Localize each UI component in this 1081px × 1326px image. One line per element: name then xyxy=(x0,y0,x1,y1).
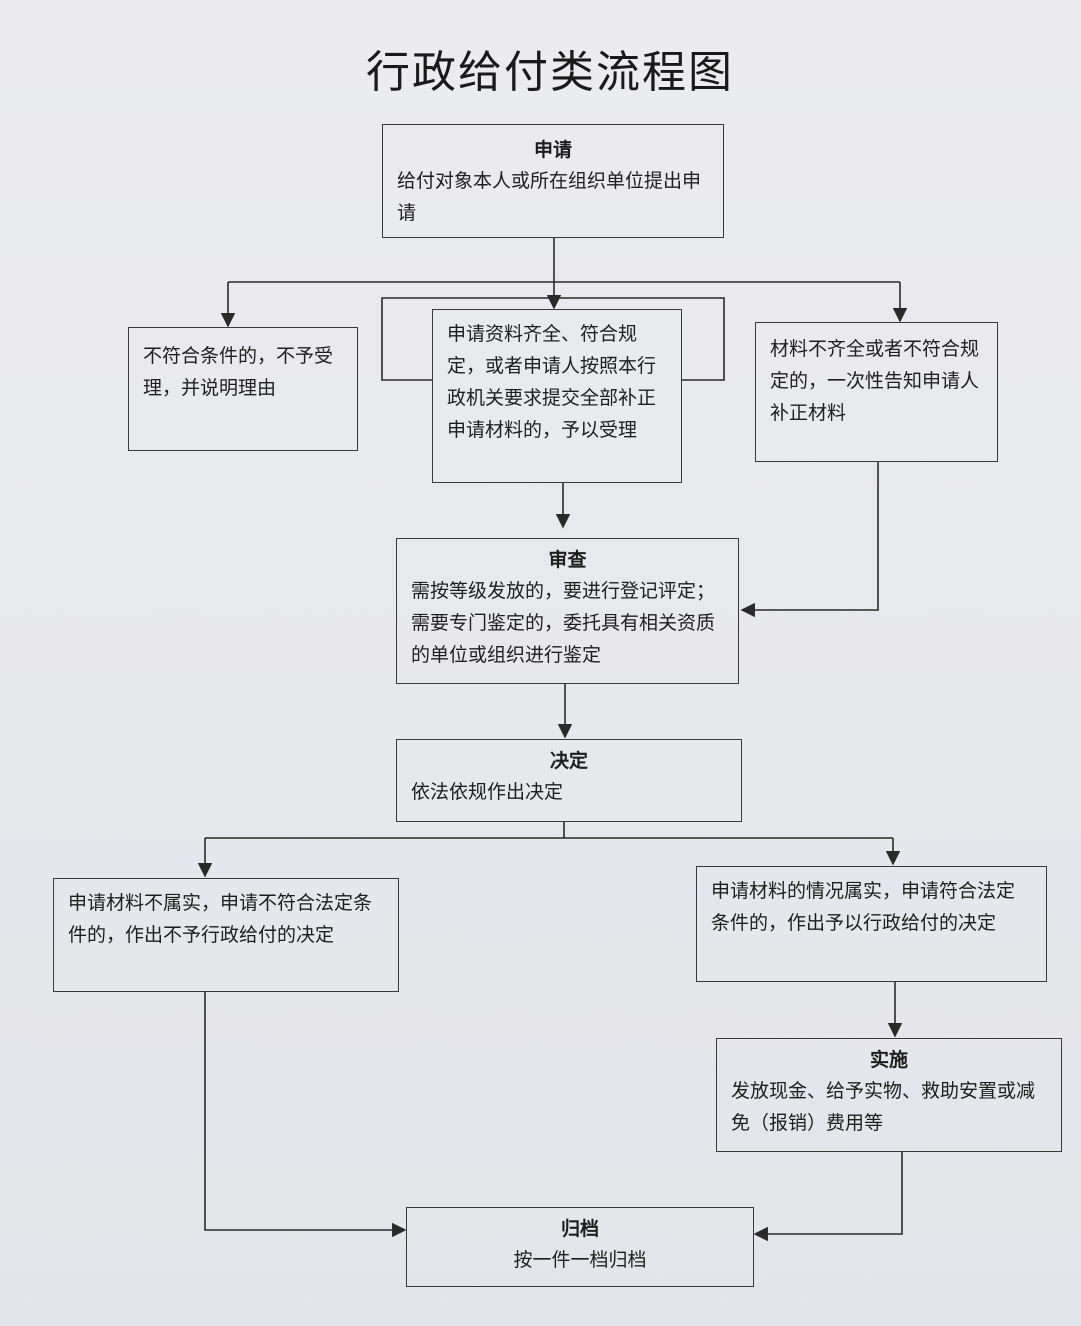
node-grant-text: 申请材料的情况属实，申请符合法定条件的，作出予以行政给付的决定 xyxy=(711,880,1016,934)
node-review-heading: 审查 xyxy=(548,549,587,571)
node-apply-text: 给付对象本人或所在组织单位提出申请 xyxy=(397,170,702,224)
node-decision-heading: 决定 xyxy=(549,750,588,772)
connector-loop-bracket xyxy=(381,297,725,381)
node-supplement-text: 材料不齐全或者不符合规定的，一次性告知申请人补正材料 xyxy=(770,338,980,424)
connector-supplement-to-review xyxy=(740,462,879,618)
node-decision-text: 依法依规作出决定 xyxy=(411,781,564,803)
node-implement: 实施 发放现金、给予实物、救助安置或减免（报销）费用等 xyxy=(716,1038,1062,1152)
node-accept-text: 申请资料齐全、符合规定，或者申请人按照本行政机关要求提交全部补正申请材料的，予以… xyxy=(447,323,657,441)
node-decision: 决定 依法依规作出决定 xyxy=(396,739,742,822)
node-accept: 申请资料齐全、符合规定，或者申请人按照本行政机关要求提交全部补正申请材料的，予以… xyxy=(432,309,682,483)
node-reject: 不符合条件的，不予受理，并说明理由 xyxy=(128,327,358,451)
connector-deny-to-archive xyxy=(204,992,407,1238)
node-grant: 申请材料的情况属实，申请符合法定条件的，作出予以行政给付的决定 xyxy=(696,866,1047,982)
node-archive: 归档 按一件一档归档 xyxy=(406,1207,754,1287)
node-apply-heading: 申请 xyxy=(533,139,572,161)
node-archive-text: 按一件一档归档 xyxy=(513,1249,647,1271)
node-reject-text: 不符合条件的，不予受理，并说明理由 xyxy=(143,345,334,399)
node-deny-text: 申请材料不属实，申请不符合法定条件的，作出不予行政给付的决定 xyxy=(68,892,373,946)
node-deny: 申请材料不属实，申请不符合法定条件的，作出不予行政给付的决定 xyxy=(53,878,399,992)
connector-implement-to-archive xyxy=(753,1152,903,1242)
node-implement-text: 发放现金、给予实物、救助安置或减免（报销）费用等 xyxy=(731,1080,1036,1134)
node-review-text: 需按等级发放的，要进行登记评定；需要专门鉴定的，委托具有相关资质的单位或组织进行… xyxy=(411,580,716,666)
node-apply: 申请 给付对象本人或所在组织单位提出申请 xyxy=(382,124,724,238)
node-implement-heading: 实施 xyxy=(869,1049,908,1071)
node-archive-heading: 归档 xyxy=(560,1218,599,1240)
node-supplement: 材料不齐全或者不符合规定的，一次性告知申请人补正材料 xyxy=(755,322,998,462)
page-title: 行政给付类流程图 xyxy=(366,47,734,98)
node-review: 审查 需按等级发放的，要进行登记评定；需要专门鉴定的，委托具有相关资质的单位或组… xyxy=(396,538,739,684)
